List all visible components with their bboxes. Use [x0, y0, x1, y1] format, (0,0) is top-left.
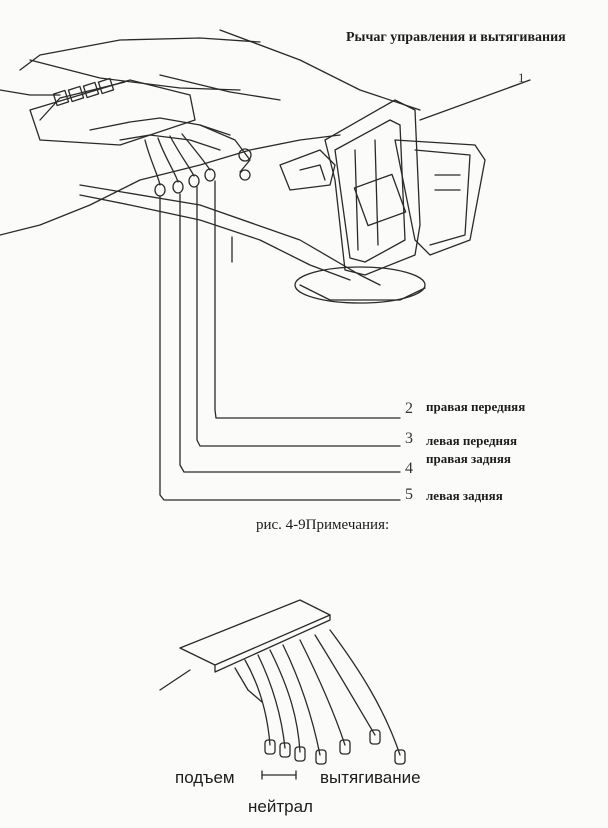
callout-5-number: 5 [405, 486, 413, 503]
callout-4-label: правая задняя [426, 451, 511, 466]
callout-3-label: левая передняя [426, 433, 518, 448]
switch-assembly [159, 599, 406, 780]
position-pull-label: вытягивание [320, 768, 421, 787]
callout-3-number: 3 [405, 430, 413, 447]
callout-1-number: 1 [518, 70, 525, 85]
figure-caption: рис. 4-9Примечания: [256, 517, 390, 533]
leader-lines [159, 79, 531, 501]
position-neutral-label: нейтрал [248, 797, 313, 816]
callout-2-label: правая передняя [426, 399, 526, 414]
callout-5-label: левая задняя [426, 488, 503, 503]
connector-block [29, 77, 252, 181]
diagram-title: Рычаг управления и вытягивания [346, 30, 566, 45]
cable-bundle [144, 133, 216, 197]
callout-2-number: 2 [405, 400, 413, 417]
callout-4-number: 4 [405, 460, 413, 477]
lever-housing [279, 99, 486, 304]
position-lift-label: подъем [175, 768, 235, 787]
upper-panel-outline [0, 29, 421, 286]
